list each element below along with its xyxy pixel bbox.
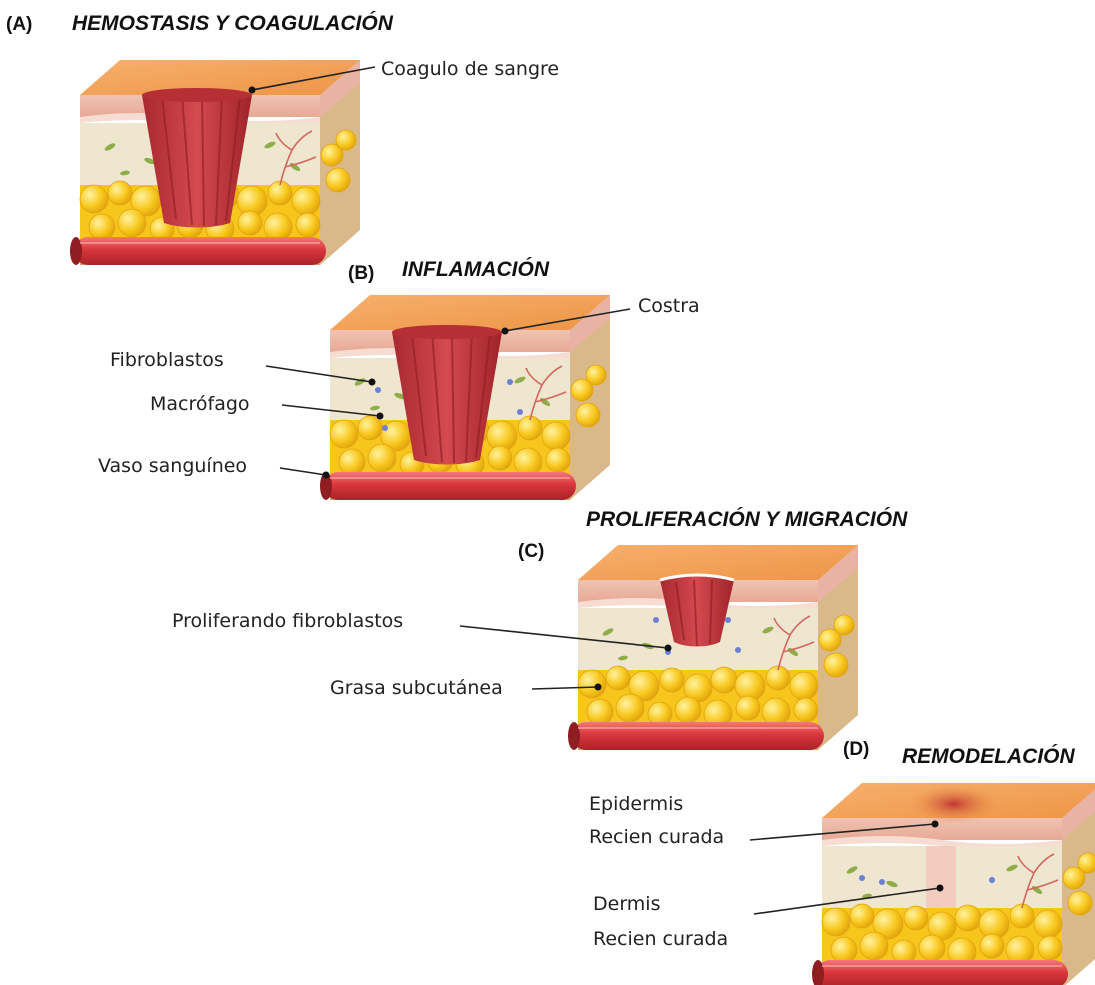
skin-block-d <box>812 783 1095 985</box>
stage-b-letter: (B) <box>348 263 374 284</box>
skin-block-a <box>70 60 360 265</box>
pointer-dot <box>369 379 376 386</box>
pointer-dot <box>932 821 939 828</box>
pointer-dot <box>377 413 384 420</box>
label-grasa: Grasa subcutánea <box>330 677 503 699</box>
stage-d-letter: (D) <box>843 739 869 760</box>
stage-b-title: INFLAMACIÓN <box>402 257 550 281</box>
label-coagulo: Coagulo de sangre <box>381 58 559 80</box>
stage-c-letter: (C) <box>518 541 544 562</box>
label-costra: Costra <box>638 295 700 317</box>
pointer-dot <box>249 87 256 94</box>
label-macrofago: Macrófago <box>150 393 250 415</box>
skin-block-b <box>320 295 610 500</box>
stage-a: (A) HEMOSTASIS Y COAGULACIÓN Coagulo de … <box>6 11 559 265</box>
stage-c: PROLIFERACIÓN Y MIGRACIÓN (C) Proliferan… <box>172 507 908 750</box>
leader-vaso <box>280 468 326 475</box>
stage-b: (B) INFLAMACIÓN Costra Fibroblastos Macr… <box>98 257 700 500</box>
pointer-dot <box>502 328 509 335</box>
label-dermis: Dermis <box>593 893 660 915</box>
label-vaso: Vaso sanguíneo <box>98 455 247 477</box>
label-fibroblastos: Fibroblastos <box>110 349 224 371</box>
label-proliferando: Proliferando fibroblastos <box>172 610 403 632</box>
pointer-dot <box>323 472 330 479</box>
stage-d: (D) REMODELACIÓN Epidermis Recien curada… <box>589 739 1095 985</box>
label-epidermis: Epidermis <box>589 793 683 815</box>
skin-block-c <box>568 545 858 750</box>
stage-c-title: PROLIFERACIÓN Y MIGRACIÓN <box>586 507 908 531</box>
stage-a-letter: (A) <box>6 14 32 35</box>
pointer-dot <box>665 645 672 652</box>
label-epidermis-recien: Recien curada <box>589 826 724 848</box>
label-dermis-recien: Recien curada <box>593 928 728 950</box>
stage-a-title: HEMOSTASIS Y COAGULACIÓN <box>72 11 394 35</box>
pointer-dot <box>937 885 944 892</box>
stage-d-title: REMODELACIÓN <box>902 744 1076 768</box>
pointer-dot <box>595 684 602 691</box>
